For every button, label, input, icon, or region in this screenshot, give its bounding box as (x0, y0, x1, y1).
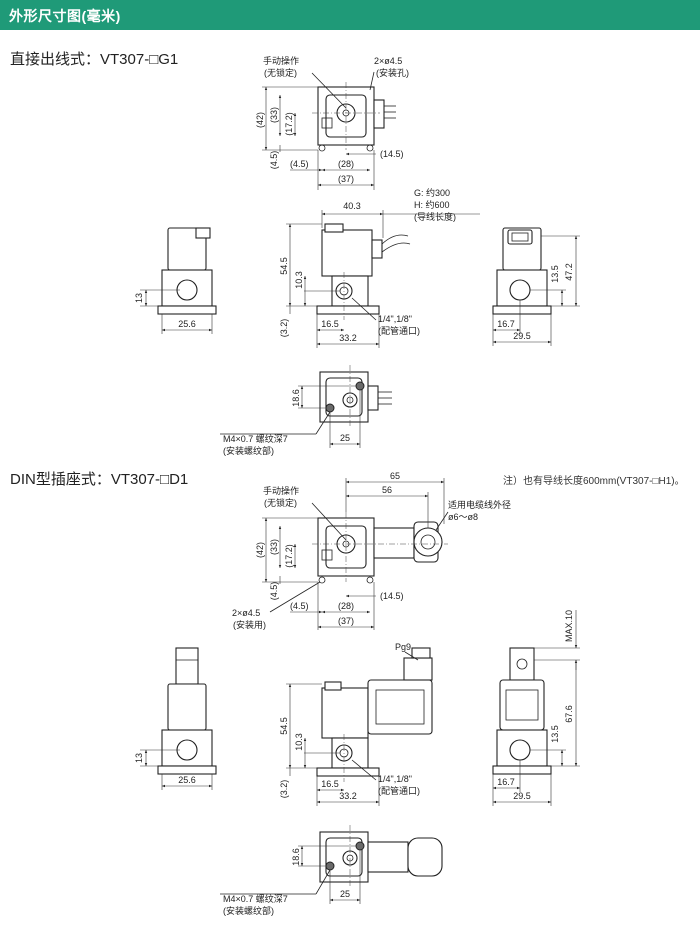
s1-d37: (37) (338, 174, 354, 184)
s1-d256: 25.6 (178, 319, 196, 329)
s1-d145: (14.5) (380, 149, 404, 159)
s1-port-label: 1/4",1/8" (378, 314, 412, 324)
s1-lead-h: H: 约600 (414, 199, 450, 210)
s2-d37: (37) (338, 616, 354, 626)
s1-top-view (312, 82, 396, 152)
s2-top-view (312, 512, 448, 584)
s2-top-dims: 65 56 适用电缆线外径 ø6～ø8 手动操作 (无锁定) (42) (33)… (232, 471, 511, 630)
s1-lead-g: G: 约300 (414, 187, 450, 198)
s1-front-view (316, 223, 411, 320)
section2-note: 注）也有导线长度600mm(VT307-□H1)。 (503, 476, 685, 487)
s2-cable-label: 适用电缆线外径 (448, 499, 511, 510)
s1-d472: 47.2 (564, 263, 574, 281)
s2-d172: (17.2) (284, 544, 294, 568)
s2-d165: 16.5 (321, 779, 339, 789)
s2-d45h: (4.5) (290, 601, 309, 611)
s1-bottom-view: 18.6 25 M4×0.7 螺纹深7 (安装螺纹部) (220, 365, 392, 456)
s2-holes-sub: (安装用) (233, 619, 266, 630)
s2-manual-op-label: 手动操作 (263, 485, 299, 496)
s1-right-view: 13.5 47.2 16.7 29.5 (492, 227, 580, 346)
section-header-bar: 外形尺寸图(毫米) (0, 0, 700, 30)
s2-left-view: 13 25.6 (134, 647, 217, 790)
s2-cable-sub: ø6～ø8 (448, 512, 478, 522)
s1-d135: 13.5 (550, 265, 560, 283)
s2-d33: (33) (269, 539, 279, 555)
s1-d295: 29.5 (513, 331, 531, 341)
s2-d676: 67.6 (564, 705, 574, 723)
s2-port-sub: (配管通口) (378, 785, 420, 796)
s2-thread-sub: (安装螺纹部) (223, 905, 274, 916)
s1-manual-op-sub: (无锁定) (264, 67, 297, 78)
s2-d65: 65 (390, 471, 400, 481)
section2-title: DIN型插座式：VT307-□D1 (10, 471, 189, 488)
s2-d256: 25.6 (178, 775, 196, 785)
s2-d25: 25 (340, 889, 350, 899)
s2-d295: 29.5 (513, 791, 531, 801)
s1-d28: (28) (338, 159, 354, 169)
s2-d332: 33.2 (339, 791, 357, 801)
s1-d13: 13 (134, 293, 144, 303)
s1-d545: 54.5 (279, 257, 289, 275)
s2-d42: (42) (255, 542, 265, 558)
s1-manual-op-label: 手动操作 (263, 55, 299, 66)
s2-holes-label: 2×ø4.5 (232, 608, 260, 618)
s1-d403: 40.3 (343, 201, 361, 211)
s2-thread-label: M4×0.7 螺纹深7 (223, 893, 288, 904)
s2-d103: 10.3 (294, 733, 304, 751)
s1-port-sub: (配管通口) (378, 325, 420, 336)
s2-bottom-view: 18.6 25 M4×0.7 螺纹深7 (安装螺纹部) (220, 825, 443, 916)
s1-left-view: 13 25.6 (134, 227, 217, 334)
s1-holes-label: 2×ø4.5 (374, 56, 402, 66)
s2-d545: 54.5 (279, 717, 289, 735)
s1-d45h: (4.5) (290, 159, 309, 169)
s1-thread-sub: (安装螺纹部) (223, 445, 274, 456)
s2-manual-op-sub: (无锁定) (264, 497, 297, 508)
s1-d45v: (4.5) (269, 151, 279, 170)
s1-top-dims: 手动操作 (无锁定) 2×ø4.5 (安装孔) (42) (33) (17.2)… (255, 55, 409, 190)
s1-d172: (17.2) (284, 112, 294, 136)
s1-lead-sub: (导线长度) (414, 211, 456, 222)
s1-holes-sub: (安装孔) (376, 67, 409, 78)
s2-d45v: (4.5) (269, 582, 279, 601)
s2-d167: 16.7 (497, 777, 515, 787)
s2-dmax10: MAX.10 (564, 610, 574, 642)
s1-d33: (33) (269, 107, 279, 123)
s2-d56: 56 (382, 485, 392, 495)
s2-d135: 13.5 (550, 725, 560, 743)
s2-right-view: MAX.10 13.5 67.6 16.7 29.5 (492, 610, 580, 806)
s2-front-view: Pg9 (316, 642, 433, 782)
header-title: 外形尺寸图(毫米) (9, 8, 121, 24)
s1-d32: (3.2) (279, 319, 289, 338)
s2-d145: (14.5) (380, 591, 404, 601)
s1-d103: 10.3 (294, 271, 304, 289)
s1-d165: 16.5 (321, 319, 339, 329)
s2-d28: (28) (338, 601, 354, 611)
s2-front-dims: 54.5 10.3 (3.2) 16.5 33.2 1/4",1/8" (配管通… (279, 683, 420, 806)
s1-front-dims: G: 约300 H: 约600 (导线长度) 40.3 54.5 10.3 (3… (279, 187, 480, 348)
s1-d42: (42) (255, 112, 265, 128)
s1-d332: 33.2 (339, 333, 357, 343)
s1-d186: 18.6 (291, 389, 301, 407)
s2-port-label: 1/4",1/8" (378, 774, 412, 784)
s2-d32: (3.2) (279, 780, 289, 799)
s1-d167: 16.7 (497, 319, 515, 329)
section1-title: 直接出线式：VT307-□G1 (10, 51, 179, 68)
s1-d25: 25 (340, 433, 350, 443)
s2-d186: 18.6 (291, 848, 301, 866)
s2-pg-label: Pg9 (395, 642, 411, 652)
s2-d13: 13 (134, 753, 144, 763)
s1-thread-label: M4×0.7 螺纹深7 (223, 433, 288, 444)
